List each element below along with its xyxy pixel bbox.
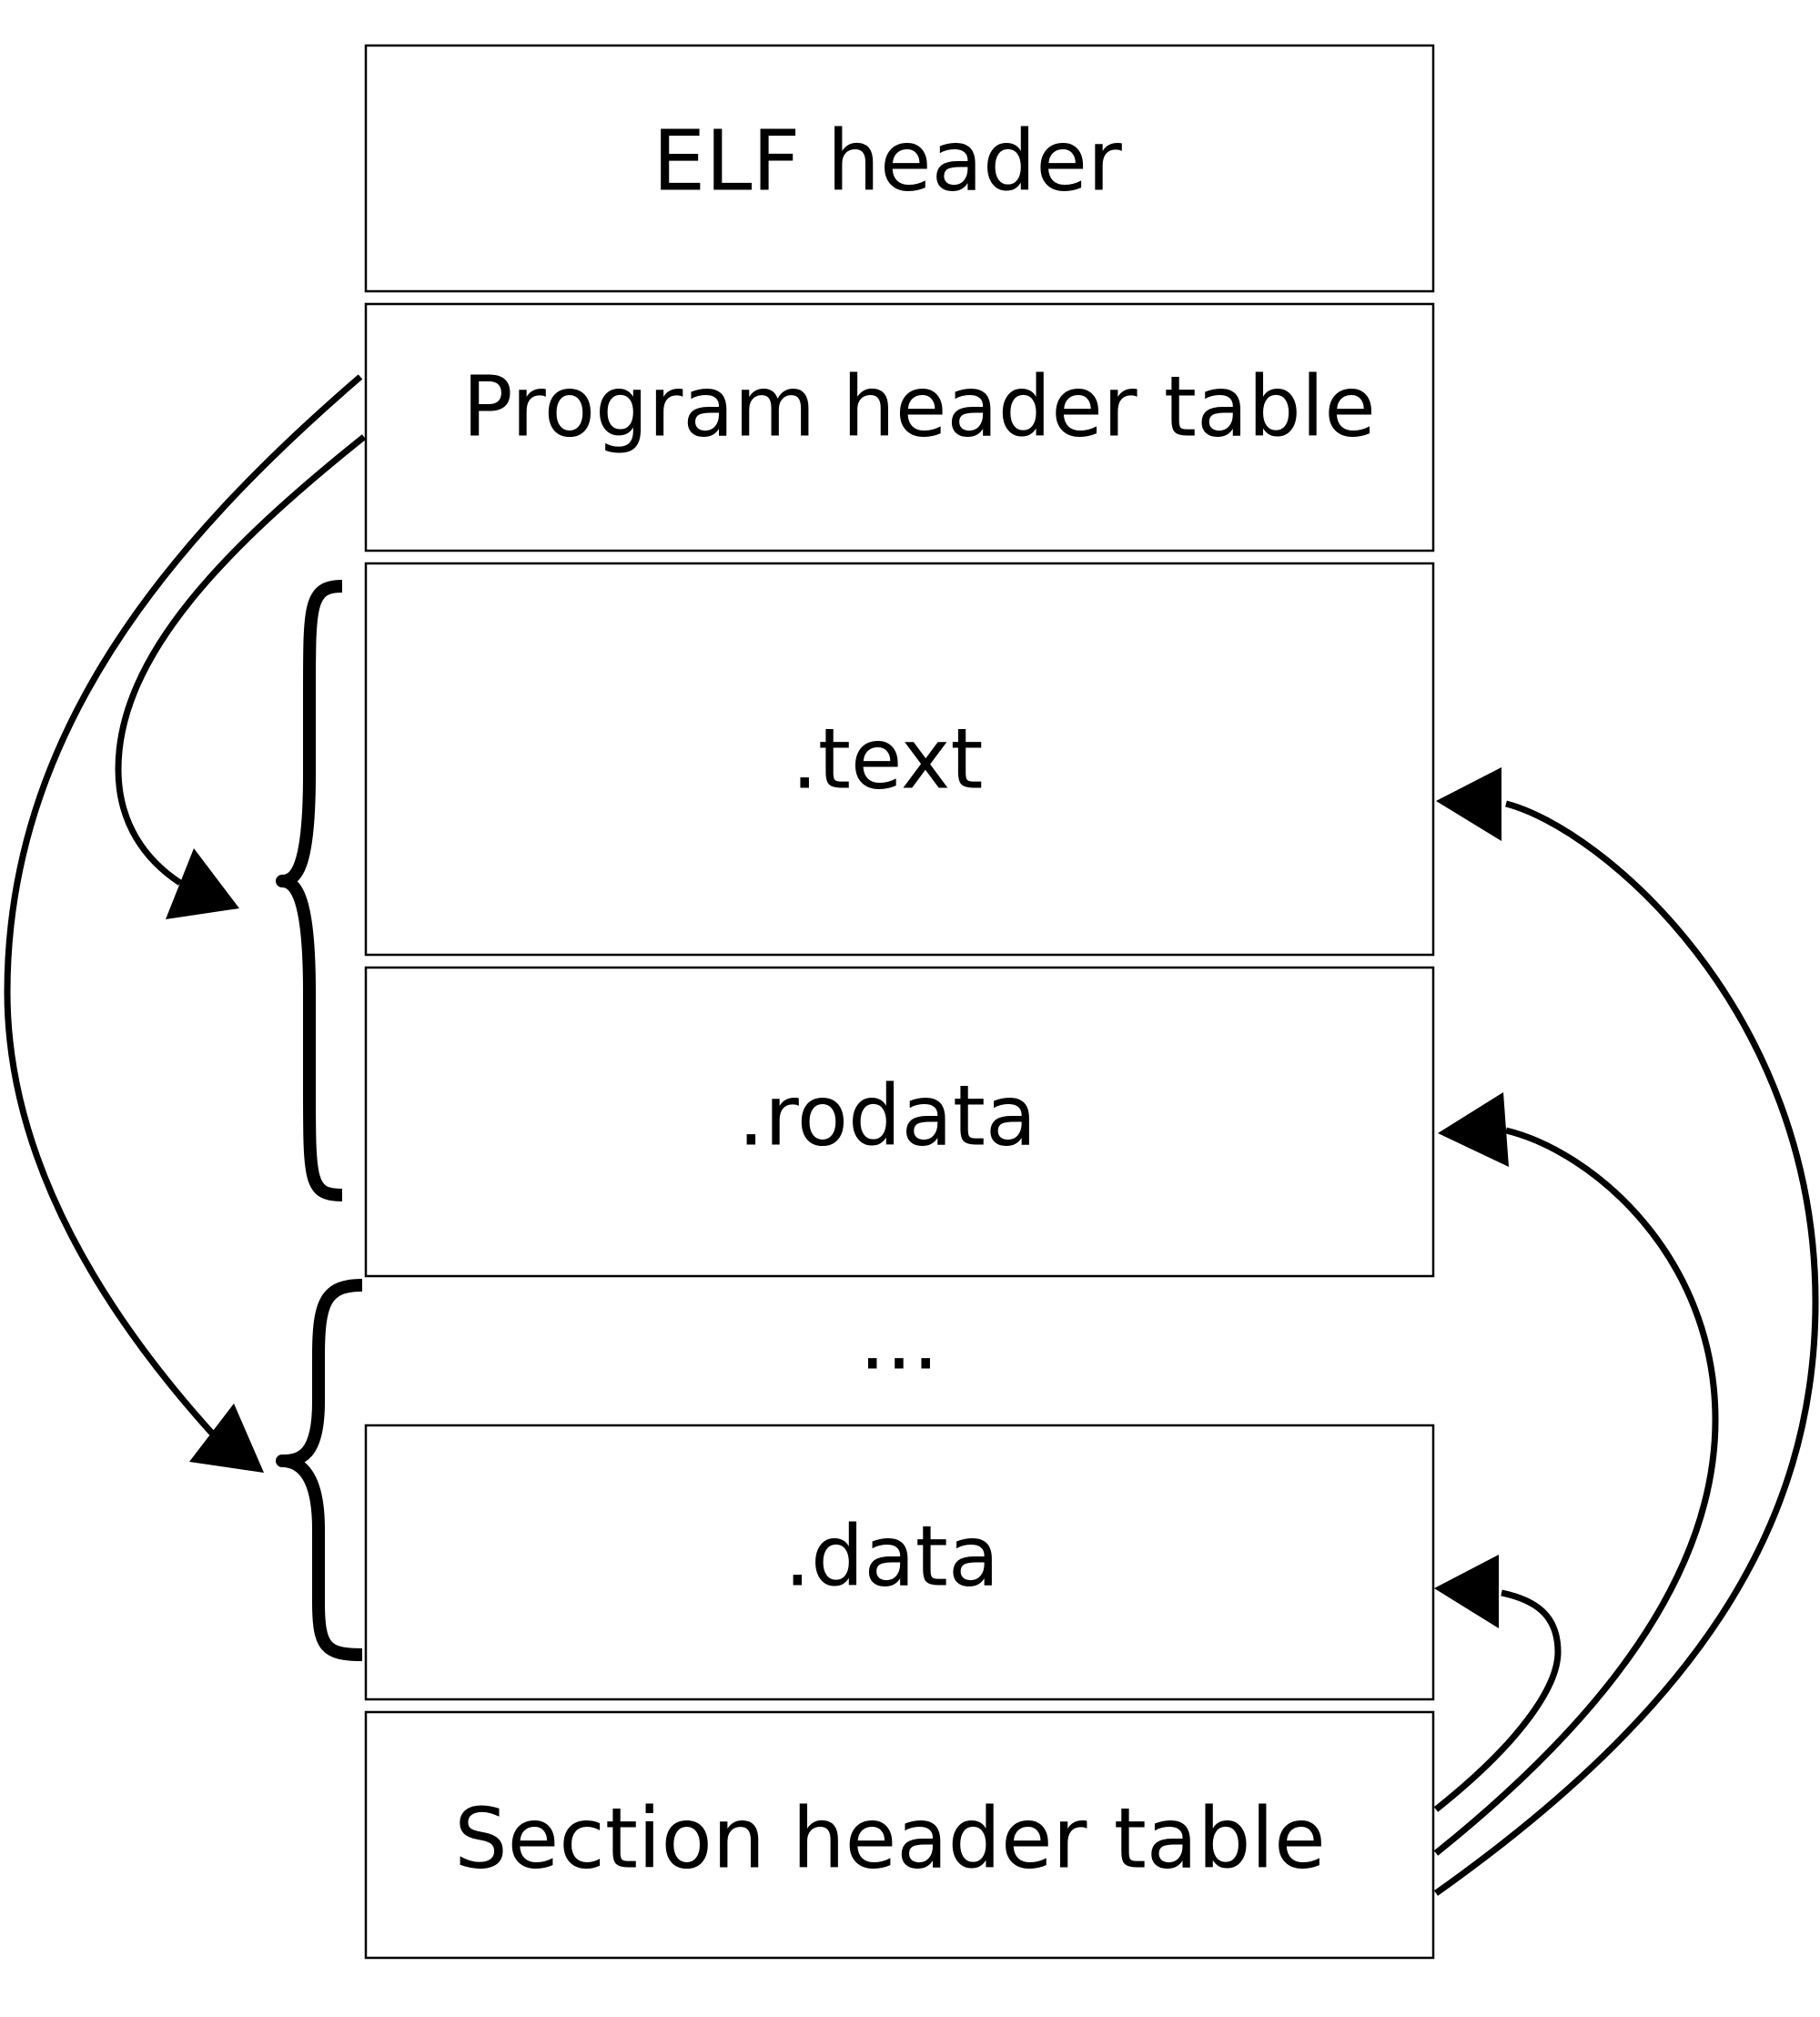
label-section-header-table: Section header table — [454, 1789, 1325, 1887]
label-ellipsis: ... — [859, 1291, 939, 1388]
block-text-section: .text — [364, 562, 1435, 957]
label-rodata-section: .rodata — [738, 1067, 1037, 1164]
label-data-section: .data — [784, 1507, 999, 1605]
arrow-program-header-to-second-segment — [4, 374, 363, 1439]
arrow-section-header-to-rodata — [1433, 1127, 1719, 1856]
label-elf-header: ELF header — [652, 112, 1122, 209]
block-section-header-table: Section header table — [364, 1710, 1435, 1960]
brace-segment-one — [276, 580, 343, 1201]
arrow-head-data — [1434, 1555, 1499, 1628]
arrow-section-header-to-text — [1433, 800, 1819, 1896]
block-data-section: .data — [364, 1424, 1435, 1701]
block-rodata-section: .rodata — [364, 966, 1435, 1278]
arrow-program-header-to-first-segment — [115, 434, 367, 886]
label-program-header-table: Program header table — [462, 358, 1376, 455]
block-program-header-table: Program header table — [364, 302, 1435, 552]
arrow-head-first-segment — [166, 848, 239, 919]
brace-segment-two — [276, 1279, 363, 1661]
arrow-head-rodata — [1438, 1092, 1509, 1167]
block-elf-header: ELF header — [364, 44, 1435, 293]
arrow-head-second-segment — [189, 1404, 264, 1473]
block-ellipsis: ... — [859, 1291, 939, 1388]
label-text-section: .text — [792, 710, 984, 807]
arrow-head-text — [1436, 767, 1502, 841]
arrow-section-header-to-data — [1433, 1589, 1562, 1812]
